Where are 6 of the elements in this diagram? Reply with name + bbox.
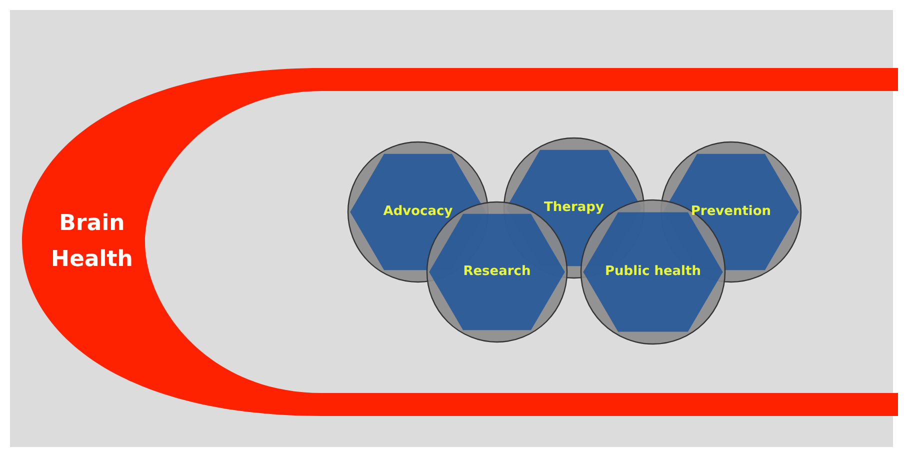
- hexagon-label: Public health: [604, 262, 702, 280]
- hexagon-label: Advocacy: [382, 202, 454, 220]
- band-label: Brain Health: [50, 210, 134, 274]
- hexagon-label: Research: [462, 262, 532, 280]
- hexagon-label: Prevention: [690, 202, 772, 220]
- hexagon-label: Therapy: [543, 198, 605, 216]
